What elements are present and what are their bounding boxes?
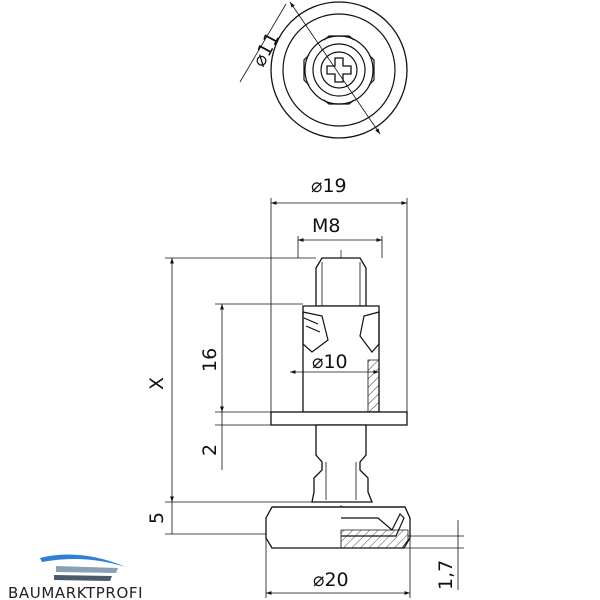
logo-roof-swoosh: [40, 554, 126, 567]
foot-height-label: 5: [146, 512, 168, 524]
pad-thickness-label: 1,7: [435, 560, 457, 590]
sleeve-diameter-label: ⌀10: [312, 351, 348, 373]
top-view: ⌀11: [239, 1, 408, 139]
baumarktprofi-logo: BAUMARKTPROFI: [8, 554, 143, 600]
flange-thickness-label: 2: [199, 444, 221, 456]
flange: [270, 411, 408, 426]
top-diameter-leader: [239, 3, 287, 83]
overall-diameter-label: ⌀19: [311, 175, 347, 197]
sleeve-section-hatch: [367, 359, 380, 413]
sleeve-barb-left: [302, 311, 329, 353]
thread-stud: [315, 257, 367, 307]
lower-body: [311, 424, 373, 503]
top-diameter-line: [289, 1, 381, 135]
foot-section-hatch: [340, 529, 409, 549]
logo-text: BAUMARKTPROFI: [8, 584, 143, 600]
logo-bar-2: [54, 575, 112, 581]
foot-diameter-label: ⌀20: [313, 569, 349, 591]
side-view: ⌀19 M8 X 16 ⌀10 2 5 ⌀20: [146, 175, 464, 598]
length-label: X: [146, 377, 168, 390]
foot-clip: [341, 512, 405, 537]
logo-bar-1: [56, 566, 118, 573]
sleeve-length-label: 16: [199, 348, 221, 372]
sleeve-barb-right: [359, 311, 380, 353]
thread-label: M8: [312, 215, 340, 237]
